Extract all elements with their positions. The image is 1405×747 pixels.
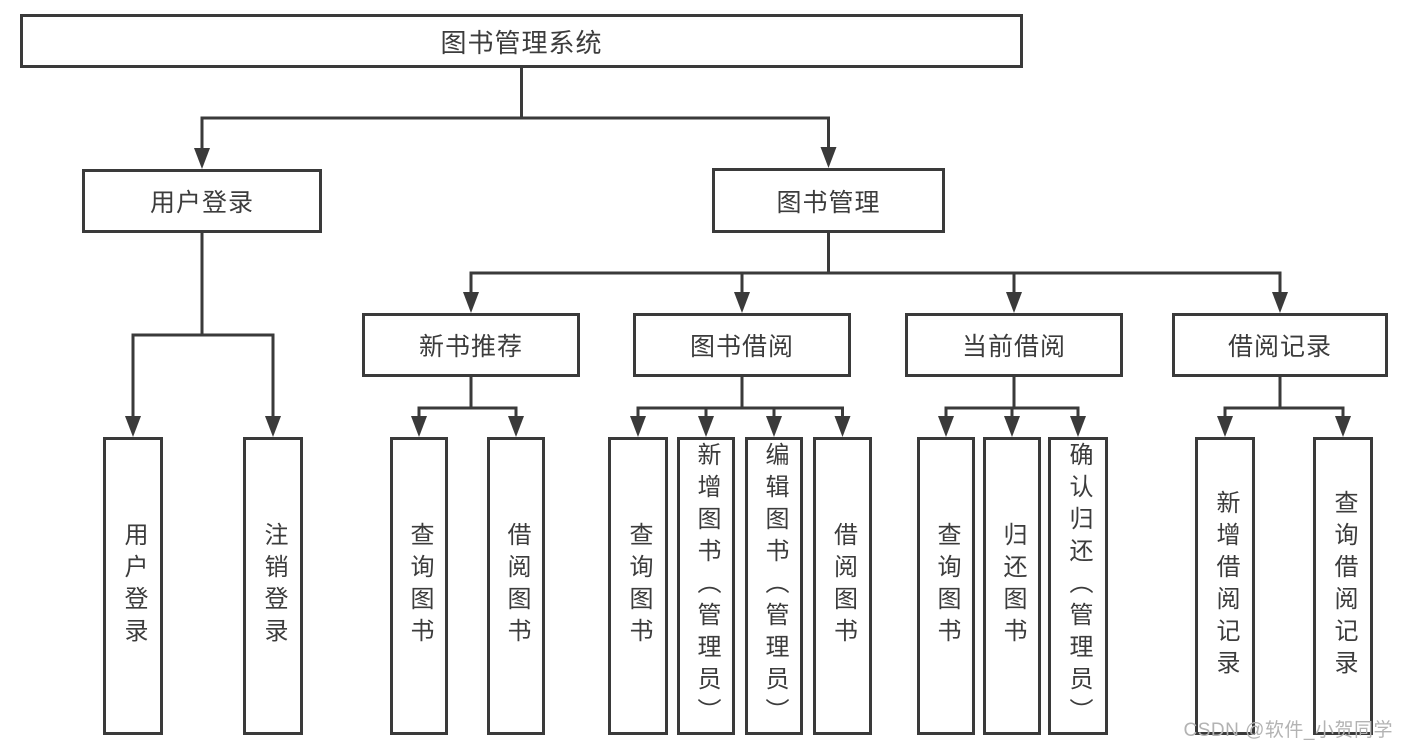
node-label: 借阅记录 — [1227, 333, 1332, 361]
arrowhead-icon — [1272, 292, 1288, 313]
csdn-watermark: CSDN @软件_小贺同学 — [1183, 720, 1393, 741]
arrowhead-icon — [1335, 416, 1351, 437]
arrowhead-icon — [463, 292, 479, 313]
node-new-book-rec: 新书推荐 — [362, 313, 580, 377]
arrowhead-icon — [265, 416, 281, 437]
node-label: 确认归还（管理员） — [1065, 442, 1092, 730]
node-nbr-query-book: 查询图书 — [390, 437, 448, 735]
node-bb-edit-book: 编辑图书（管理员） — [745, 437, 803, 735]
node-label: 借阅图书 — [829, 522, 857, 650]
arrowhead-icon — [630, 416, 646, 437]
node-label: 用户登录 — [149, 189, 254, 217]
node-label: 编辑图书（管理员） — [761, 442, 788, 730]
node-br-add-record: 新增借阅记录 — [1195, 437, 1255, 735]
arrowhead-icon — [766, 416, 782, 437]
node-root: 图书管理系统 — [20, 14, 1023, 68]
node-br-query-record: 查询借阅记录 — [1313, 437, 1373, 735]
node-leaf-user-login: 用户登录 — [103, 437, 163, 735]
node-book-borrow: 图书借阅 — [633, 313, 851, 377]
arrowhead-icon — [1070, 416, 1086, 437]
arrowhead-icon — [508, 416, 524, 437]
node-label: 图书管理 — [776, 188, 881, 217]
node-label: 查询借阅记录 — [1330, 490, 1357, 682]
arrowhead-icon — [194, 148, 210, 169]
arrowhead-icon — [698, 416, 714, 437]
node-current-borrow: 当前借阅 — [905, 313, 1123, 377]
arrowhead-icon — [938, 416, 954, 437]
arrowhead-icon — [834, 416, 851, 437]
node-cb-confirm-return: 确认归还（管理员） — [1048, 437, 1108, 735]
node-bb-query-book: 查询图书 — [608, 437, 668, 735]
node-label: 新增图书（管理员） — [693, 442, 720, 730]
arrowhead-icon — [1217, 416, 1233, 437]
node-label: 查询图书 — [625, 522, 652, 650]
node-label: 新书推荐 — [418, 333, 523, 361]
node-label: 查询图书 — [933, 522, 960, 650]
node-bb-add-book: 新增图书（管理员） — [677, 437, 735, 735]
node-cb-query-book: 查询图书 — [917, 437, 975, 735]
node-label: 借阅图书 — [503, 522, 530, 650]
node-nbr-borrow-book: 借阅图书 — [487, 437, 545, 735]
arrowhead-icon — [1006, 292, 1022, 313]
node-borrow-records: 借阅记录 — [1172, 313, 1388, 377]
node-cb-return-book: 归还图书 — [983, 437, 1041, 735]
arrowhead-icon — [1004, 416, 1020, 437]
node-leaf-logout: 注销登录 — [243, 437, 303, 735]
node-label: 归还图书 — [999, 522, 1026, 650]
node-label: 注销登录 — [260, 522, 287, 650]
arrowhead-icon — [125, 416, 141, 437]
node-user-login: 用户登录 — [82, 169, 322, 233]
node-bb-borrow-book: 借阅图书 — [813, 437, 872, 735]
arrowhead-icon — [820, 147, 837, 168]
node-label: 图书管理系统 — [440, 27, 603, 58]
node-label: 用户登录 — [120, 522, 147, 650]
node-book-mgmt: 图书管理 — [712, 168, 945, 233]
node-label: 查询图书 — [406, 522, 433, 650]
arrowhead-icon — [411, 416, 427, 437]
node-label: 当前借阅 — [961, 333, 1066, 361]
node-label: 图书借阅 — [689, 333, 794, 361]
node-label: 新增借阅记录 — [1212, 490, 1239, 682]
arrowhead-icon — [734, 292, 750, 313]
